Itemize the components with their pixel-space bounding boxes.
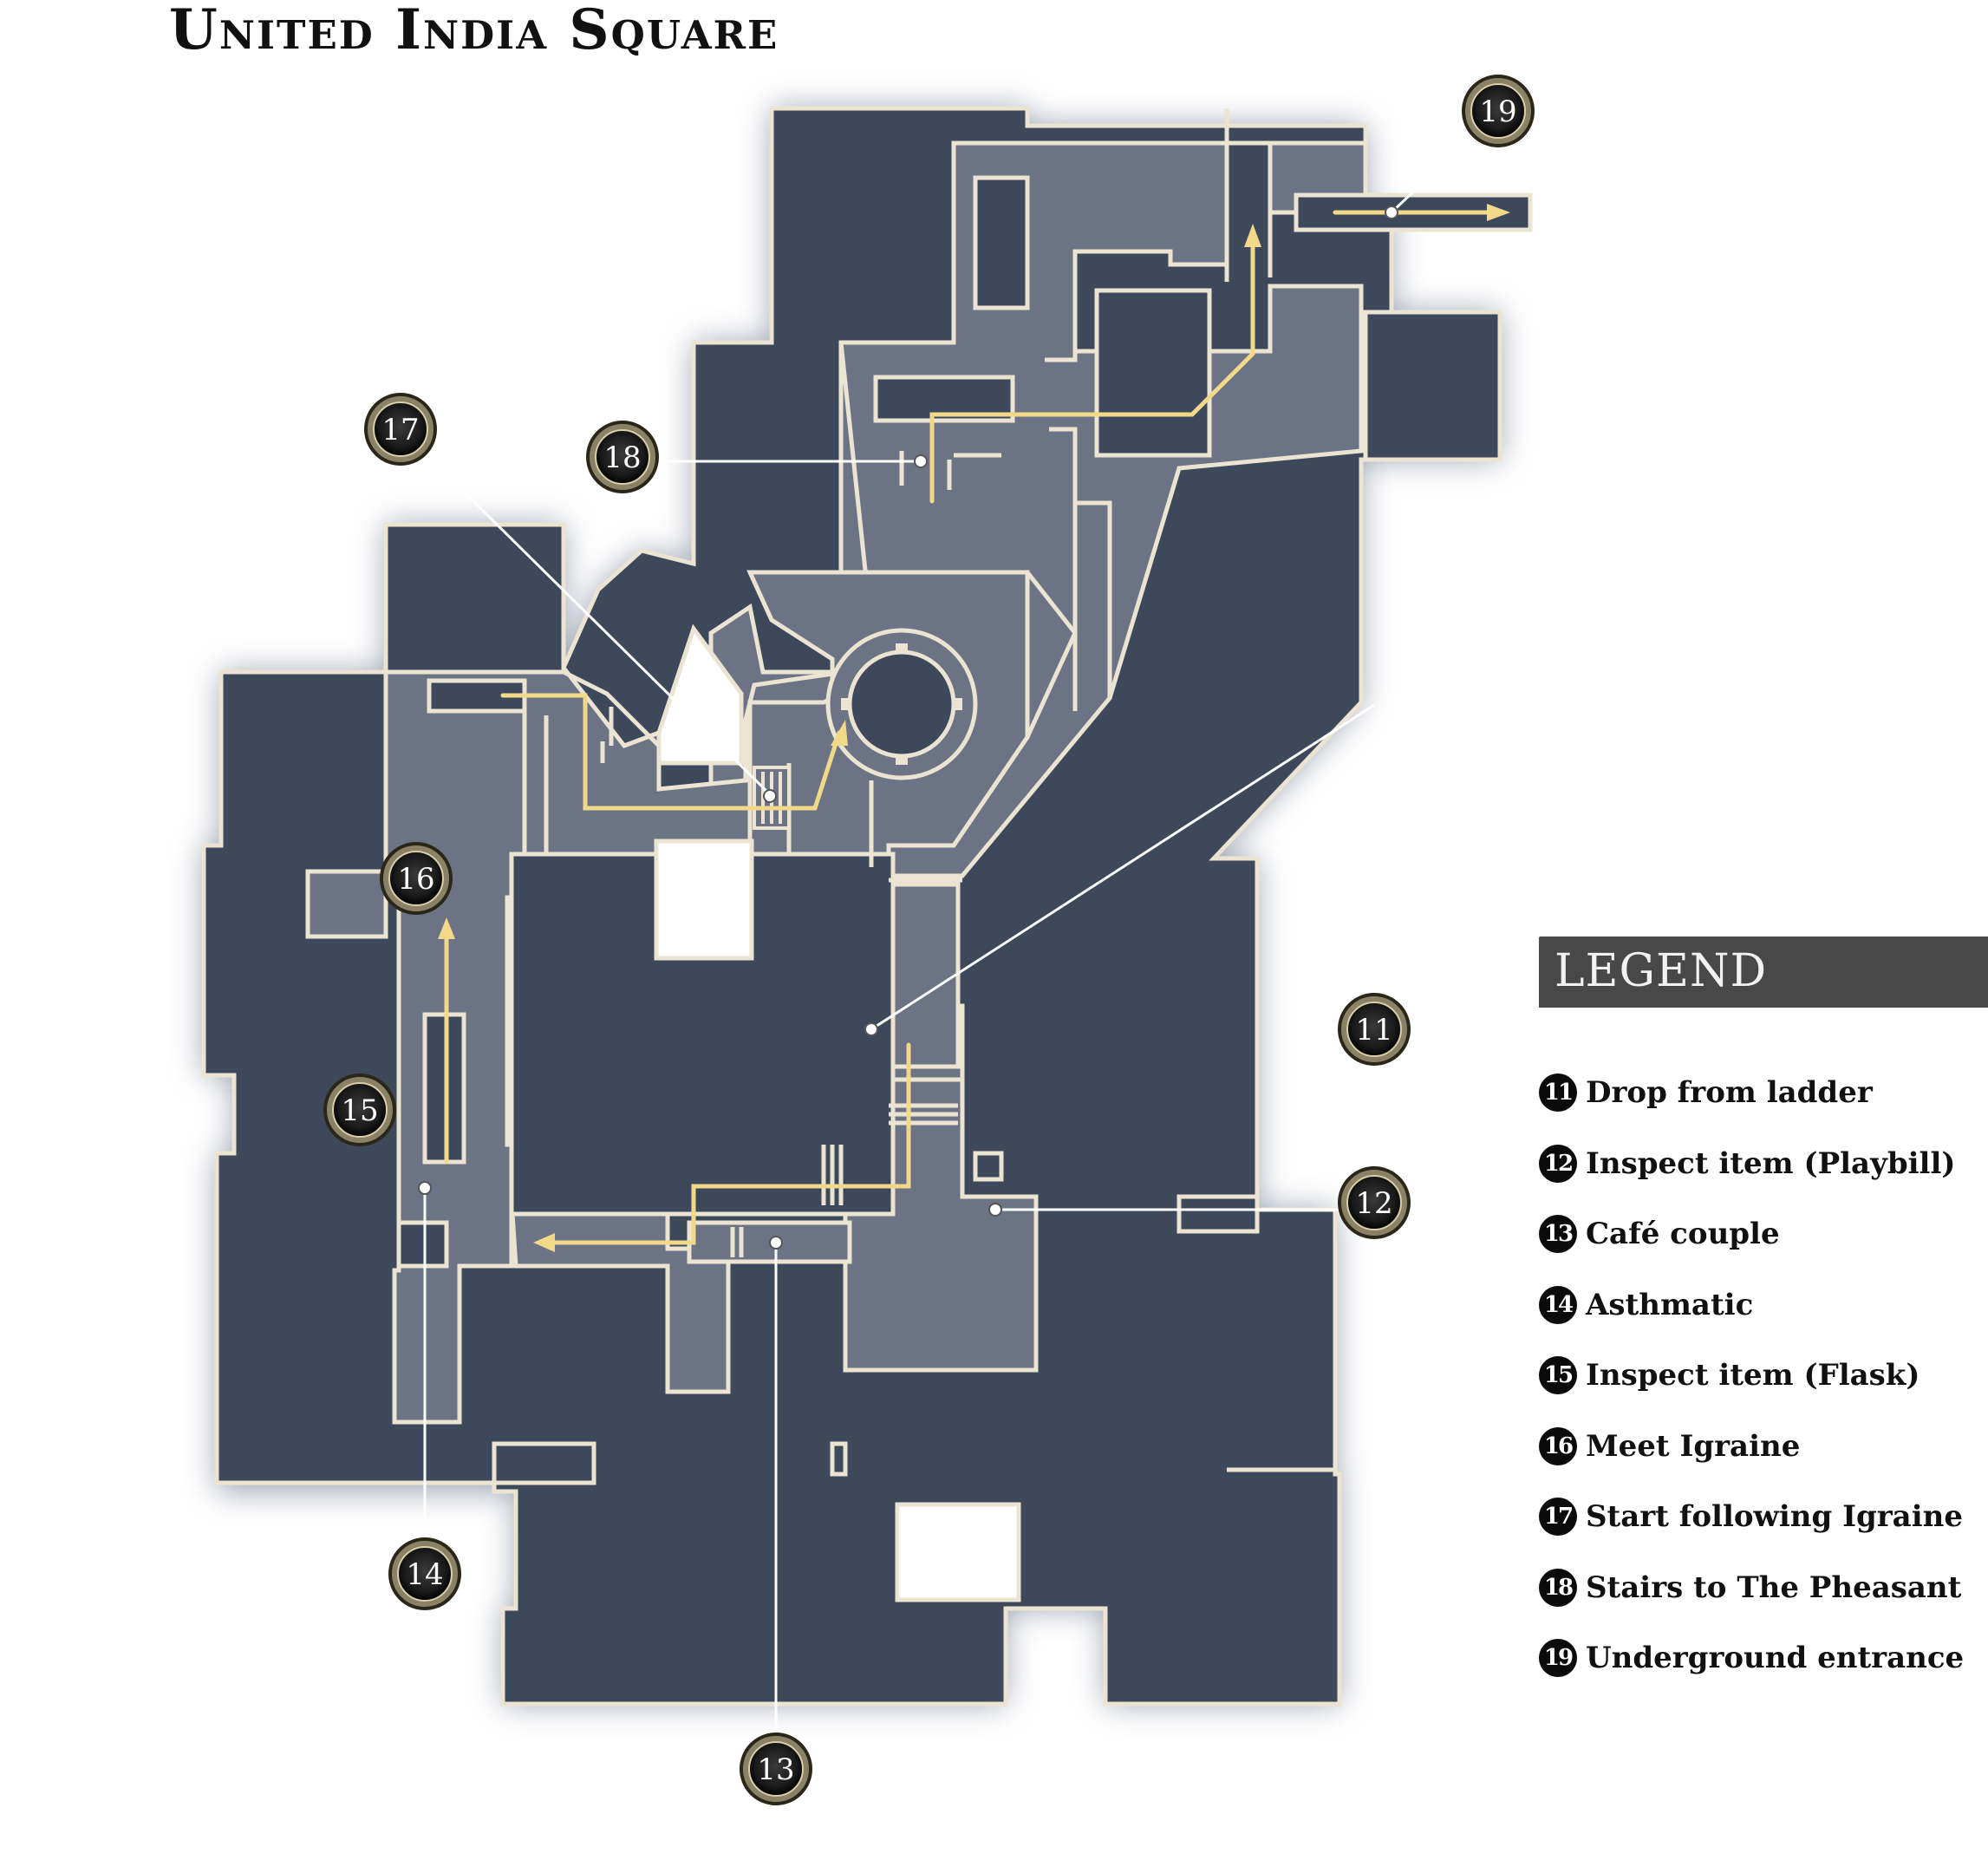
legend-title: LEGEND xyxy=(1555,945,1768,997)
legend-item: 13 Café couple xyxy=(1539,1208,1780,1260)
marker-label: 16 xyxy=(397,862,434,897)
legend-item: 11 Drop from ladder xyxy=(1539,1067,1873,1119)
marker-11[interactable]: 11 xyxy=(1338,993,1411,1066)
marker-label: 19 xyxy=(1479,95,1516,129)
marker-15[interactable]: 15 xyxy=(323,1074,396,1146)
legend-item: 18 Stairs to The Pheasant xyxy=(1539,1562,1961,1614)
legend-label: Stairs to The Pheasant xyxy=(1586,1570,1962,1605)
marker-label: 15 xyxy=(341,1093,378,1128)
marker-16[interactable]: 16 xyxy=(380,842,453,915)
legend-number-badge: 13 xyxy=(1539,1215,1577,1253)
legend-number-badge: 12 xyxy=(1539,1144,1577,1183)
legend-item: 15 Inspect item (Flask) xyxy=(1539,1349,1920,1401)
marker-label: 11 xyxy=(1355,1013,1392,1047)
marker-12[interactable]: 12 xyxy=(1338,1166,1411,1239)
marker-label: 14 xyxy=(406,1557,443,1592)
marker-label: 17 xyxy=(381,413,419,447)
legend-label: Inspect item (Flask) xyxy=(1586,1358,1920,1393)
marker-label: 18 xyxy=(603,441,641,475)
leader-lines xyxy=(399,109,1500,1769)
marker-18[interactable]: 18 xyxy=(586,421,659,493)
legend-number-badge: 11 xyxy=(1539,1074,1577,1112)
legend-number-badge: 17 xyxy=(1539,1498,1577,1536)
walls xyxy=(386,108,1335,1472)
inner-blocks xyxy=(396,175,1533,1477)
legend-number-badge: 16 xyxy=(1539,1426,1577,1465)
courtyards xyxy=(654,623,1021,1602)
point-dots xyxy=(418,206,1398,1250)
marker-14[interactable]: 14 xyxy=(388,1537,461,1610)
legend-label: Café couple xyxy=(1586,1217,1780,1251)
legend-header: LEGEND xyxy=(1539,936,1988,1008)
legend-number-badge: 15 xyxy=(1539,1356,1577,1394)
legend-label: Meet Igraine xyxy=(1586,1428,1801,1464)
legend-item: 14 Asthmatic xyxy=(1539,1279,1753,1331)
marker-label: 12 xyxy=(1355,1186,1392,1221)
route-path xyxy=(444,210,1498,1245)
legend-item: 17 Start following Igraine xyxy=(1539,1491,1963,1543)
legend-label: Drop from ladder xyxy=(1586,1075,1873,1110)
marker-17[interactable]: 17 xyxy=(364,393,437,466)
legend-label: Underground entrance xyxy=(1586,1641,1965,1675)
legend-label: Inspect item (Playbill) xyxy=(1586,1145,1956,1181)
marker-13[interactable]: 13 xyxy=(740,1733,812,1805)
map-title: United India Square xyxy=(169,0,779,62)
legend-number-badge: 14 xyxy=(1539,1285,1577,1324)
route-arrowheads xyxy=(438,204,1510,1252)
markers: 11 12 13 14 15 16 17 18 19 xyxy=(323,75,1535,1805)
legend-item: 19 Underground entrance xyxy=(1539,1632,1964,1684)
marker-19[interactable]: 19 xyxy=(1462,75,1535,147)
legend-number-badge: 19 xyxy=(1539,1639,1577,1677)
legend-label: Asthmatic xyxy=(1586,1287,1754,1322)
marker-label: 13 xyxy=(757,1752,794,1787)
legend-label: Start following Igraine xyxy=(1586,1499,1963,1534)
legend-number-badge: 18 xyxy=(1539,1568,1577,1607)
